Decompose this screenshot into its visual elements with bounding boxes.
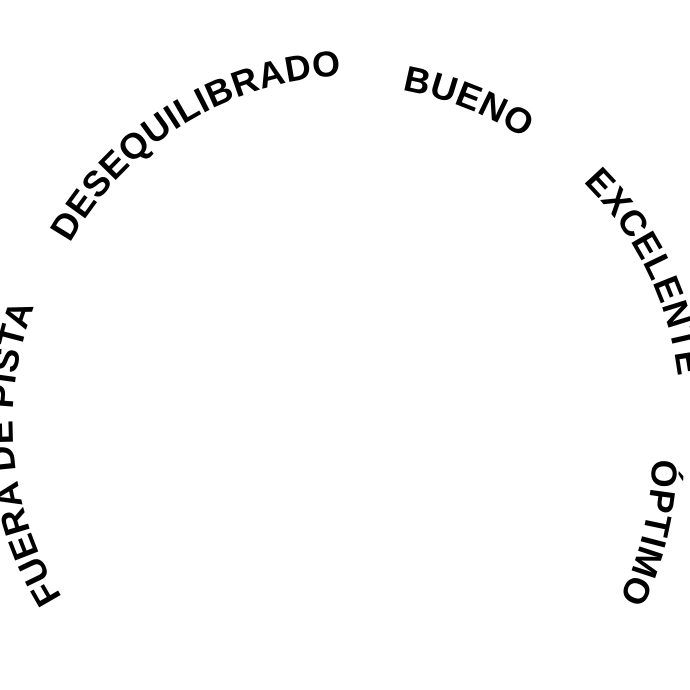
label-optimo: ÓPTIMO xyxy=(612,459,686,613)
label-desequilibrado: DESEQUILIBRADO xyxy=(42,42,343,247)
label-excelente: EXCELENTE xyxy=(577,159,690,378)
label-fuera-de-pista: FUERA DE PISTA xyxy=(0,295,69,614)
label-bueno: BUENO xyxy=(400,58,541,146)
